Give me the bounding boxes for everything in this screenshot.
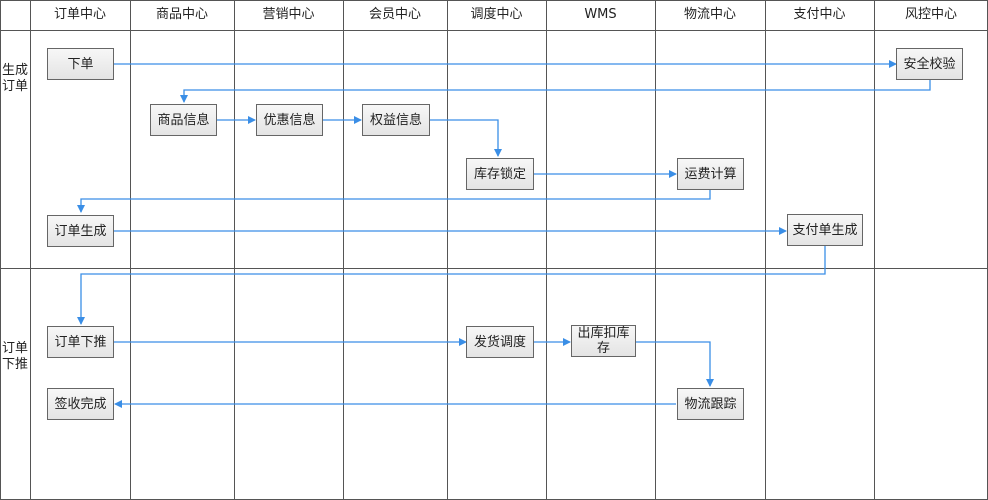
arrow-payment-to-push [77, 246, 826, 325]
lane-header-logistics-center: 物流中心 [683, 7, 736, 22]
arrow-freight-to-order [77, 190, 711, 213]
phase-label-order-push: 订单下推 [1, 341, 28, 372]
node-payment-create: 支付单生成 [787, 214, 863, 246]
arrow-security-to-product [180, 80, 931, 103]
lane-header-payment-center: 支付中心 [793, 7, 846, 22]
lane-header-product-center: 商品中心 [155, 7, 208, 22]
lane-header-wms: WMS [584, 7, 617, 22]
arrow-outbound-to-logistics [636, 341, 714, 387]
lane-header-risk-center: 风控中心 [904, 7, 957, 22]
node-stock-lock: 库存锁定 [466, 158, 534, 190]
node-rights-info: 权益信息 [362, 104, 430, 136]
lane-header-dispatch-center: 调度中心 [470, 7, 523, 22]
node-order-create: 订单生成 [47, 215, 114, 247]
arrow-rights-to-stock [430, 119, 502, 157]
node-product-info: 商品信息 [150, 104, 217, 136]
node-freight-calc: 运费计算 [677, 158, 744, 190]
node-ship-dispatch: 发货调度 [466, 326, 534, 358]
node-discount-info: 优惠信息 [256, 104, 323, 136]
node-security-check: 安全校验 [896, 48, 963, 80]
node-order-push: 订单下推 [47, 326, 114, 358]
lane-header-member-center: 会员中心 [368, 7, 421, 22]
connectors [77, 60, 931, 408]
node-outbound-deduct: 出库扣库存 [571, 325, 636, 357]
node-place-order: 下单 [47, 48, 114, 80]
lane-header-order-center: 订单中心 [53, 7, 106, 22]
lane-header-marketing-center: 营销中心 [262, 7, 315, 22]
node-sign-complete: 签收完成 [47, 388, 114, 420]
node-logistics-track: 物流跟踪 [677, 388, 744, 420]
phase-label-generate-order: 生成订单 [1, 63, 28, 94]
